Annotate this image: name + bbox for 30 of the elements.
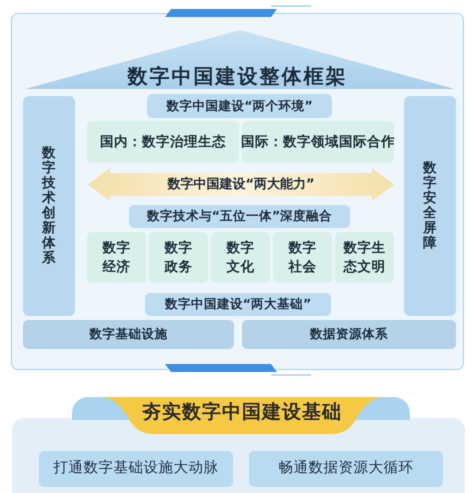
foundation-label: 数字基础设施 (90, 326, 168, 343)
double-arrow-band (88, 168, 394, 201)
band-label: 数字中国建设“两大基础” (164, 296, 312, 313)
frame-title: 数字中国建设整体框架 (128, 64, 348, 88)
header-band (129, 205, 350, 228)
header-band (147, 94, 332, 118)
band-label: 数字技术与“五位一体”深度融合 (146, 208, 332, 225)
action-box (39, 451, 233, 487)
action-label: 打通数字基础设施大动脉 (54, 459, 218, 478)
pillar-label: 数字安全屏障 (422, 160, 438, 252)
action-label: 畅通数据资源大循环 (278, 459, 414, 478)
topic-label: 国际：数字领域国际合作 (241, 132, 395, 152)
pillar-label: 数字技术创新体系 (42, 146, 56, 266)
header-band (145, 293, 331, 316)
action-box (249, 451, 443, 487)
topic-label: 数字政务 (164, 239, 194, 276)
section-heading: 夯实数字中国建设基础 (142, 401, 342, 424)
framework-frame (11, 13, 464, 370)
band-label: 数字中国建设“两个环境” (166, 98, 313, 114)
pillar-box (404, 96, 456, 316)
foundation-bar (23, 320, 234, 349)
topic-label: 数字生态文明 (342, 239, 386, 276)
topic-label: 数字文化 (226, 239, 256, 276)
topic-label: 国内：数字治理生态 (100, 132, 226, 152)
topic-label: 数字社会 (288, 239, 318, 276)
foundation-bar (242, 320, 456, 349)
pillar-box (23, 96, 75, 316)
topic-label: 数字经济 (102, 239, 132, 276)
arrow-label: 数字中国建设“两大能力” (167, 176, 315, 194)
foundation-label: 数据资源体系 (310, 326, 388, 343)
